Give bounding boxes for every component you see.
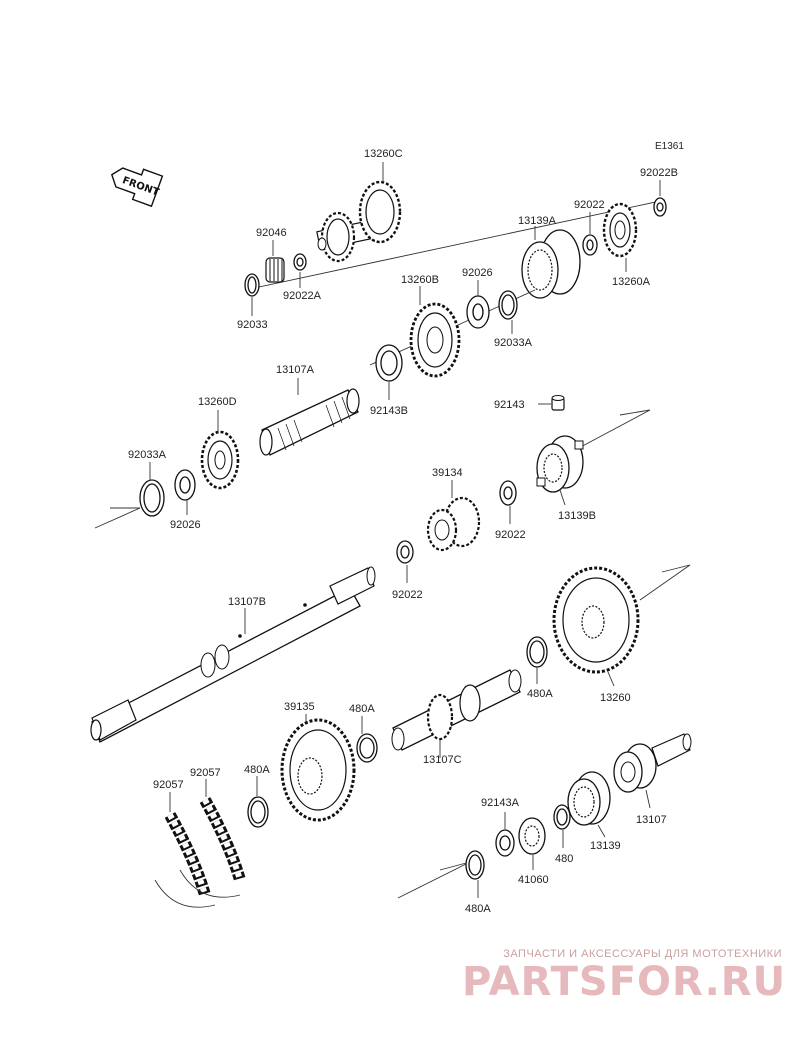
label-92143: 92143 xyxy=(494,399,525,411)
shaft-13107A xyxy=(259,388,360,456)
label-92022-mid: 92022 xyxy=(495,529,526,541)
gear-13260C xyxy=(316,180,402,263)
label-92022-low: 92022 xyxy=(392,589,423,601)
label-13139A: 13139A xyxy=(518,215,557,227)
gear-13260B xyxy=(409,302,461,378)
label-92026-left: 92026 xyxy=(170,519,201,531)
label-92033: 92033 xyxy=(237,319,268,331)
gear-39134 xyxy=(426,496,481,552)
hub-41060 xyxy=(518,817,546,855)
label-13139B: 13139B xyxy=(558,510,596,522)
label-92143A: 92143A xyxy=(481,797,520,809)
label-92026-top: 92026 xyxy=(462,267,493,279)
label-92033A-top: 92033A xyxy=(494,337,533,349)
label-92057-b: 92057 xyxy=(190,767,221,779)
label-13260C: 13260C xyxy=(364,148,403,160)
label-92046: 92046 xyxy=(256,227,287,239)
gear-13260 xyxy=(552,566,640,674)
label-13107B: 13107B xyxy=(228,596,266,608)
label-92022B: 92022B xyxy=(640,167,678,179)
label-13260B: 13260B xyxy=(401,274,439,286)
gear-13260D xyxy=(200,430,240,490)
shaft-13107B xyxy=(90,566,376,743)
label-13139: 13139 xyxy=(590,840,621,852)
label-92143B: 92143B xyxy=(370,405,408,417)
diagram-code: E1361 xyxy=(655,141,684,152)
chain-92057-a xyxy=(164,812,211,897)
label-92057-a: 92057 xyxy=(153,779,184,791)
label-13260: 13260 xyxy=(600,692,631,704)
label-39135: 39135 xyxy=(284,701,315,713)
pin-92143 xyxy=(551,395,565,411)
label-13107: 13107 xyxy=(636,814,667,826)
bearing-13139 xyxy=(567,771,611,826)
watermark: ЗАПЧАСТИ И АКСЕССУАРЫ ДЛЯ МОТОТЕХНИКИ PA… xyxy=(462,948,787,1005)
watermark-brand: PARTSFOR.RU xyxy=(462,959,787,1005)
label-39134: 39134 xyxy=(432,467,463,479)
label-480A-right: 480A xyxy=(527,688,553,700)
label-13260A: 13260A xyxy=(612,276,651,288)
label-41060: 41060 xyxy=(518,874,549,886)
label-92033A-left: 92033A xyxy=(128,449,167,461)
label-480A-mid: 480A xyxy=(349,703,375,715)
label-13260D: 13260D xyxy=(198,396,237,408)
gear-13260A xyxy=(602,202,638,258)
sleeve-13139A xyxy=(521,229,581,299)
label-480A-left: 480A xyxy=(244,764,270,776)
needle-bearing-92046 xyxy=(265,257,285,283)
label-480A-bottom: 480A xyxy=(465,903,491,915)
label-13107C: 13107C xyxy=(423,754,462,766)
gear-39135 xyxy=(280,718,356,822)
label-13107A: 13107A xyxy=(276,364,315,376)
shaft-13107 xyxy=(613,733,692,793)
shaft-13107C xyxy=(391,669,522,751)
watermark-subtitle: ЗАПЧАСТИ И АКСЕССУАРЫ ДЛЯ МОТОТЕХНИКИ xyxy=(503,948,782,960)
hub-13139B xyxy=(536,435,584,493)
label-92022A: 92022A xyxy=(283,290,322,302)
label-92022-top: 92022 xyxy=(574,199,605,211)
front-arrow-icon: FRONT xyxy=(110,167,164,208)
chain-92057-b xyxy=(199,797,246,882)
label-480: 480 xyxy=(555,853,573,865)
